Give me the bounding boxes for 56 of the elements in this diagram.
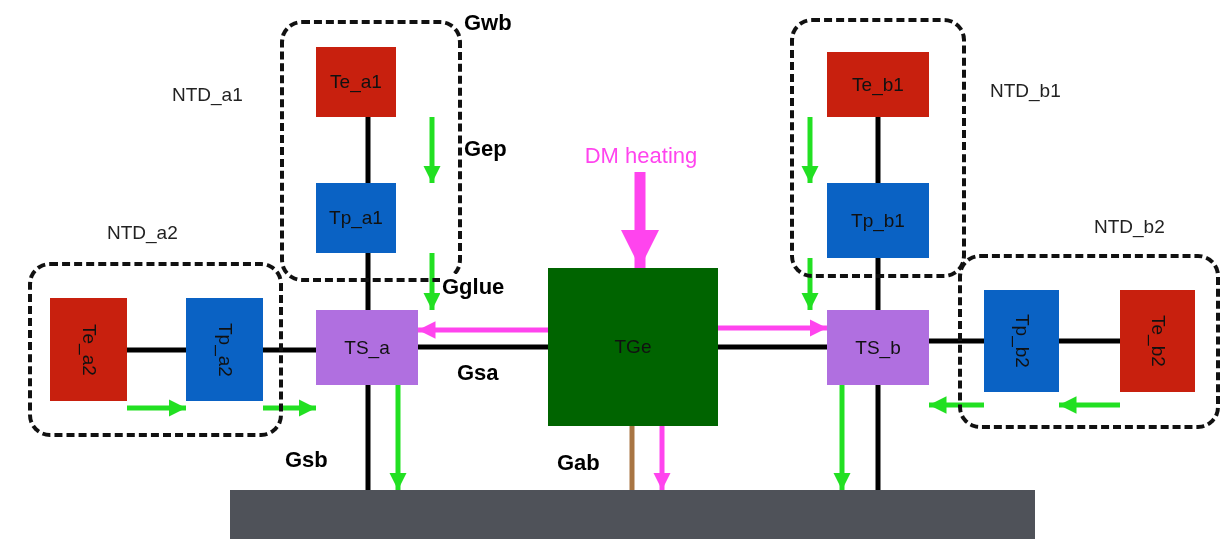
node-box <box>316 47 396 117</box>
node-label: TS_b <box>855 336 901 359</box>
arrow <box>718 319 827 337</box>
node-box <box>1120 290 1195 392</box>
node-label: DM heating <box>584 143 698 169</box>
node-label: Te_a2 <box>77 323 100 376</box>
connector-line <box>127 347 186 353</box>
node-box <box>548 268 718 426</box>
arrow <box>389 385 407 490</box>
node-box <box>186 298 263 401</box>
node-label: Tp_a2 <box>213 322 236 377</box>
connector-line <box>365 385 371 490</box>
arrow <box>620 172 660 268</box>
arrow <box>423 253 441 310</box>
node-label: TS_a <box>344 336 390 359</box>
node-box <box>984 290 1059 392</box>
node-label: Te_b2 <box>1146 315 1169 367</box>
node-box <box>50 298 127 401</box>
arrow <box>929 396 984 414</box>
arrow <box>801 258 819 310</box>
group-label: NTD_b2 <box>1094 216 1165 238</box>
arrow <box>418 321 548 339</box>
node-label: Te_b1 <box>852 73 904 96</box>
node-box <box>827 310 929 385</box>
connector-line <box>418 344 548 350</box>
node-box <box>316 183 396 253</box>
connector-line <box>365 117 371 183</box>
group-label: NTD_b1 <box>990 80 1061 102</box>
arrow <box>1059 396 1120 414</box>
arrow <box>801 117 819 183</box>
connector-line <box>629 426 635 490</box>
arrow <box>833 385 851 490</box>
arrow <box>653 426 671 490</box>
node-label: Tp_b1 <box>851 209 905 232</box>
connector-line <box>718 344 827 350</box>
connector-line <box>929 338 984 344</box>
connector-line <box>263 347 316 353</box>
node-label: Te_a1 <box>330 71 382 93</box>
connector-line <box>875 385 881 490</box>
group-label: NTD_a1 <box>172 84 243 106</box>
arrow <box>263 399 316 417</box>
edge-label: Gglue <box>440 274 507 300</box>
connector-line <box>365 253 371 310</box>
connector-line <box>875 117 881 183</box>
arrow <box>127 399 186 417</box>
arrow <box>423 117 441 183</box>
group-label: NTD_a2 <box>107 222 178 244</box>
node-label: Tp_a1 <box>329 207 383 229</box>
node-box <box>827 183 929 258</box>
base-bar <box>230 490 1035 539</box>
connector-line <box>875 258 881 310</box>
node-box <box>316 310 418 385</box>
node-label: TGe <box>614 336 652 358</box>
node-label: Tp_b2 <box>1010 314 1033 368</box>
node-box <box>827 52 929 117</box>
connector-line <box>1059 338 1120 344</box>
